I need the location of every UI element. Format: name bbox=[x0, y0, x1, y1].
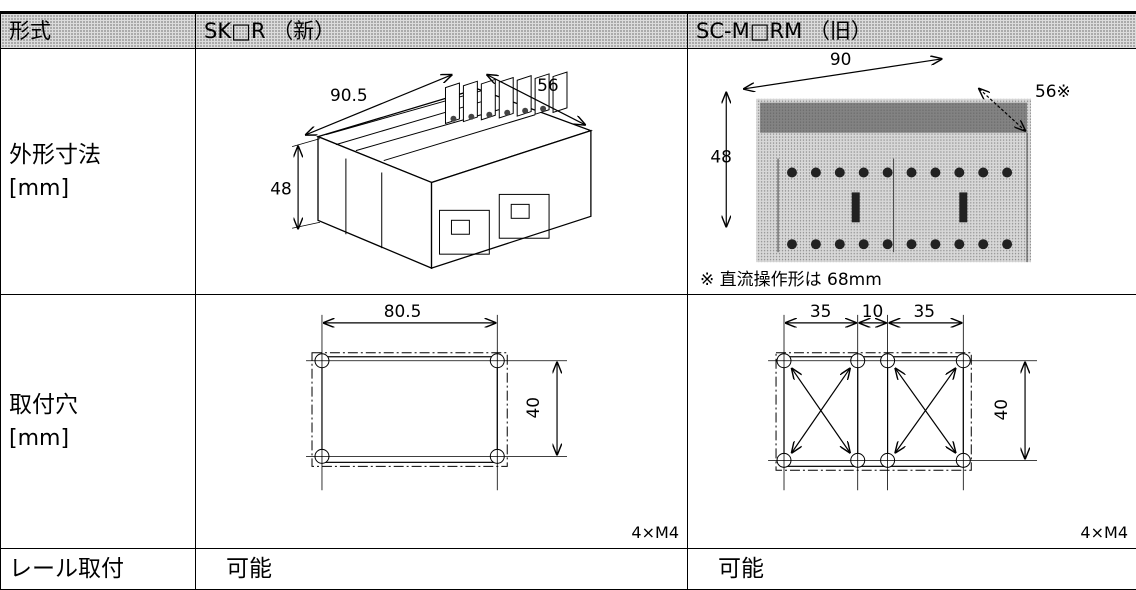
old-height-label: 48 bbox=[710, 147, 732, 167]
old-depth-label: 56※ bbox=[1035, 81, 1071, 101]
rail-row: レール取付 可能 可能 bbox=[1, 549, 1136, 590]
holes-label: 取付穴 bbox=[9, 392, 78, 418]
new-pitch-label: 80.5 bbox=[384, 301, 422, 321]
new-screw-spec: 4×M4 bbox=[631, 523, 679, 542]
rail-label-cell: レール取付 bbox=[1, 549, 196, 590]
old-mounting-hole-diagram: 35 10 35 40 bbox=[688, 295, 1136, 548]
old-rail-value: 可能 bbox=[688, 556, 764, 582]
holes-row: 取付穴 [mm] bbox=[1, 295, 1136, 549]
new-rail-cell: 可能 bbox=[196, 549, 688, 590]
new-dims-cell: 90.5 56 48 bbox=[196, 49, 688, 295]
dims-unit: [mm] bbox=[9, 172, 195, 206]
new-vertical-label: 40 bbox=[523, 397, 543, 419]
header-new-cell: SK□R （新） bbox=[196, 13, 688, 49]
old-width-label: 90 bbox=[830, 49, 852, 69]
new-depth-label: 56 bbox=[537, 75, 559, 95]
holes-label-cell: 取付穴 [mm] bbox=[1, 295, 196, 549]
new-height-label: 48 bbox=[270, 178, 292, 198]
header-old-model: SC-M□RM （旧） bbox=[688, 19, 872, 43]
new-width-label: 90.5 bbox=[330, 85, 368, 105]
holes-unit: [mm] bbox=[9, 422, 195, 456]
new-holes-cell: 80.5 40 4×M4 bbox=[196, 295, 688, 549]
dims-row: 外形寸法 [mm] bbox=[1, 49, 1136, 295]
new-rail-value: 可能 bbox=[196, 556, 272, 582]
old-pitch-mid-label: 10 bbox=[862, 301, 884, 321]
rail-label: レール取付 bbox=[1, 556, 124, 582]
dims-label: 外形寸法 bbox=[9, 142, 101, 168]
old-rail-cell: 可能 bbox=[688, 549, 1136, 590]
old-pitch-right-label: 35 bbox=[913, 301, 935, 321]
header-old-cell: SC-M□RM （旧） bbox=[688, 13, 1136, 49]
header-type: 形式 bbox=[1, 19, 51, 43]
old-holes-cell: 35 10 35 40 4×M4 bbox=[688, 295, 1136, 549]
old-vertical-label: 40 bbox=[991, 399, 1011, 421]
old-pitch-left-label: 35 bbox=[810, 301, 832, 321]
old-dims-cell: 90 56※ 48 ※ 直流操作形は 68mm bbox=[688, 49, 1136, 295]
old-dims-note: ※ 直流操作形は 68mm bbox=[700, 265, 882, 290]
comparison-table: 形式 SK□R （新） SC-M□RM （旧） 外形寸法 [mm] bbox=[0, 11, 1136, 590]
new-mounting-hole-diagram: 80.5 40 bbox=[196, 295, 687, 548]
header-type-cell: 形式 bbox=[1, 13, 196, 49]
header-new-model: SK□R （新） bbox=[196, 19, 335, 43]
new-contactor-drawing: 90.5 56 48 bbox=[196, 49, 687, 294]
dims-label-cell: 外形寸法 [mm] bbox=[1, 49, 196, 295]
table-header-row: 形式 SK□R （新） SC-M□RM （旧） bbox=[1, 13, 1136, 49]
old-screw-spec: 4×M4 bbox=[1080, 523, 1128, 542]
old-contactor-photo: 90 56※ 48 bbox=[688, 49, 1136, 294]
clipped-previous-line bbox=[0, 0, 1136, 10]
